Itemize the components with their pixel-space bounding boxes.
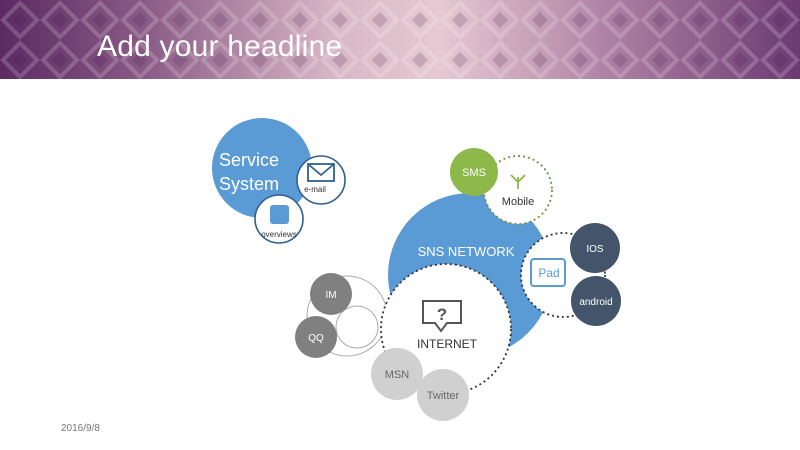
sns-network-label: SNS NETWORK: [418, 244, 515, 259]
android-label: android: [579, 297, 612, 308]
antenna-icon: [510, 174, 526, 189]
header-banner: Add your headline: [0, 0, 800, 79]
service-system-circle: [212, 118, 312, 218]
im-circle: [310, 273, 352, 315]
pad-icon: [530, 258, 566, 287]
im-label: IM: [325, 290, 336, 301]
qq-circle: [295, 316, 337, 358]
sms-circle: [450, 148, 498, 196]
svg-text:?: ?: [437, 305, 447, 324]
question-bubble-icon: ?: [422, 300, 462, 333]
diamond-pattern: [0, 0, 800, 79]
email-label: e-mail: [304, 185, 326, 194]
qq-label: QQ: [308, 333, 324, 344]
mobile-label: Mobile: [502, 196, 534, 208]
twitter-label: Twitter: [427, 390, 460, 402]
twitter-circle: [417, 369, 469, 421]
square-icon: [270, 205, 289, 224]
service-system-label-line2: System: [219, 174, 279, 194]
page-title: Add your headline: [97, 30, 343, 63]
ios-label: IOS: [586, 244, 604, 255]
msn-circle: [371, 348, 423, 400]
slide-date: 2016/9/8: [61, 423, 100, 434]
service-system-label-line1: Service: [219, 150, 279, 170]
pad-label: Pad: [538, 266, 559, 280]
sms-label: SMS: [462, 167, 486, 179]
im-qq-inner-ring: [335, 305, 379, 349]
ios-circle: [570, 223, 620, 273]
android-circle: [571, 276, 621, 326]
internet-label: INTERNET: [417, 337, 478, 351]
envelope-icon: [307, 163, 335, 182]
overviews-label: overviews: [261, 230, 297, 239]
msn-label: MSN: [385, 369, 410, 381]
